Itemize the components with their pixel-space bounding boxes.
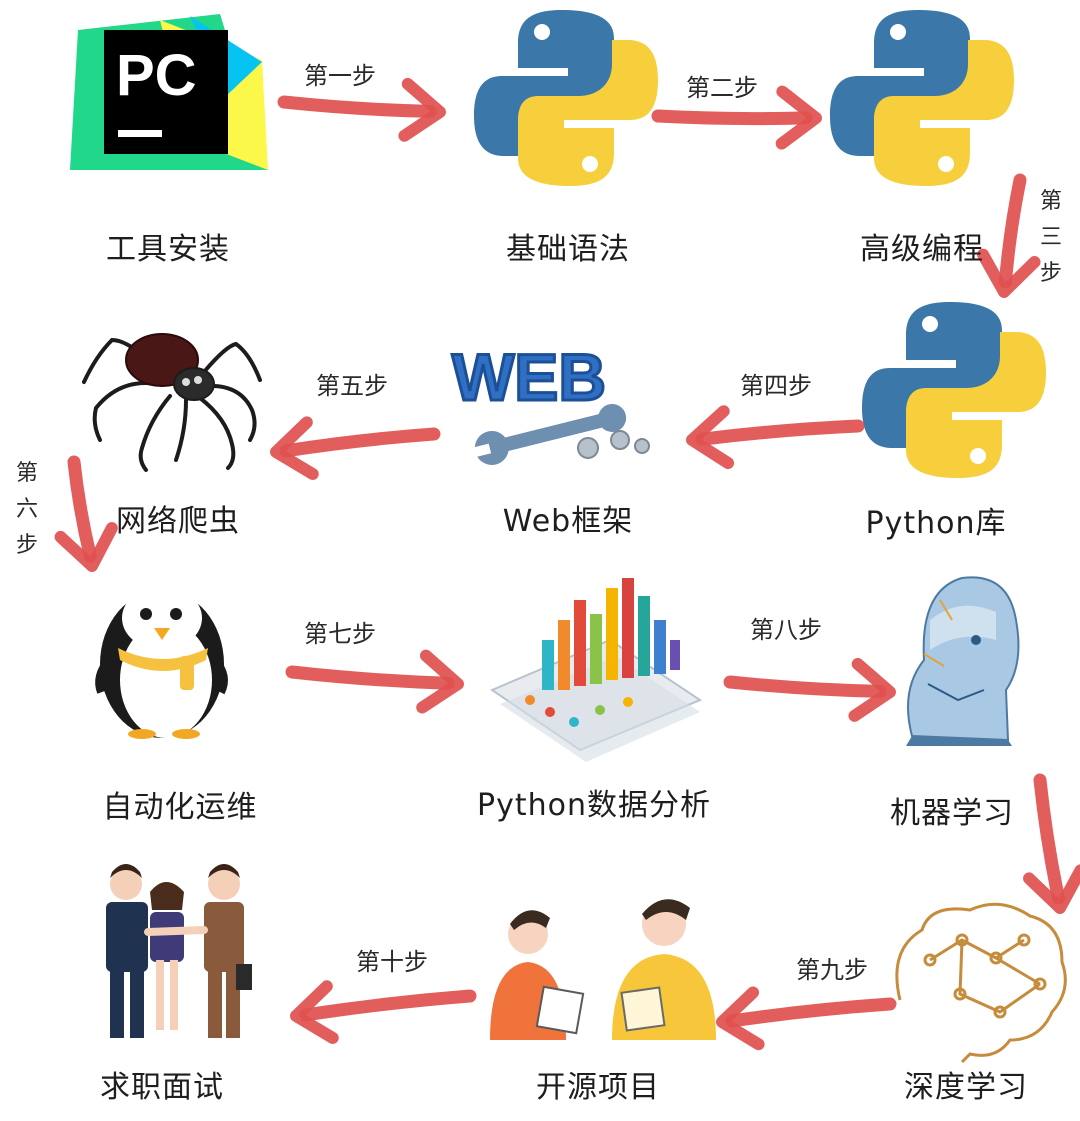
arrow-step-11 <box>290 980 477 1044</box>
node-label-basic-syntax: 基础语法 <box>506 232 630 267</box>
step-label-10: 第十步 <box>356 948 428 976</box>
web-logo-text: WEB <box>452 340 606 414</box>
arrow-step-9 <box>1023 773 1080 914</box>
node-label-deep-learning: 深度学习 <box>904 1070 1028 1105</box>
node-label-job-interview: 求职面试 <box>100 1070 224 1105</box>
step-label-7: 第七步 <box>304 620 376 648</box>
arrow-step-7 <box>285 649 464 714</box>
node-label-machine-learning: 机器学习 <box>890 796 1014 831</box>
step-label-6: 第六步 <box>15 461 38 558</box>
bar-chart-icon <box>489 578 703 762</box>
arrow-step-2 <box>651 85 822 150</box>
arrow-step-5 <box>270 416 441 480</box>
step-label-1: 第一步 <box>304 62 376 90</box>
arrow-step-3 <box>977 173 1041 298</box>
step-label-9: 第九步 <box>796 956 868 984</box>
python-logo-icon <box>830 10 1014 186</box>
node-label-web-framework: Web框架 <box>502 504 634 539</box>
step-label-4: 第四步 <box>740 372 812 400</box>
python-logo-icon <box>862 302 1046 478</box>
pycharm-logo-text: PC <box>116 43 197 108</box>
node-label-python-library: Python库 <box>865 506 1007 541</box>
node-label-python-data-analysis: Python数据分析 <box>477 788 711 823</box>
step-label-8: 第八步 <box>750 616 822 644</box>
robot-head-icon <box>906 576 1020 746</box>
penguin-icon <box>95 586 228 739</box>
spider-icon <box>82 333 262 472</box>
step-label-2: 第二步 <box>686 74 758 102</box>
arrow-step-6 <box>54 455 118 572</box>
python-logo-icon <box>474 10 658 186</box>
arrow-step-4 <box>686 405 865 470</box>
web-wrench-icon: WEB <box>451 339 650 465</box>
node-label-automation-ops: 自动化运维 <box>102 790 258 825</box>
business-handshake-icon <box>106 864 252 1038</box>
step-label-3: 第三步 <box>1039 189 1062 286</box>
arrow-step-1 <box>277 77 446 142</box>
brain-circuit-icon <box>895 902 1067 1064</box>
node-label-open-source-project: 开源项目 <box>536 1070 660 1105</box>
node-label-advanced-programming: 高级编程 <box>860 232 984 267</box>
arrow-step-8 <box>723 657 896 722</box>
arrow-step-10 <box>716 986 897 1051</box>
node-label-tool-install: 工具安装 <box>106 232 230 267</box>
arrows-layer <box>54 77 1080 1051</box>
node-label-web-crawler: 网络爬虫 <box>116 504 240 539</box>
two-people-discussion-icon <box>490 899 716 1040</box>
pycharm-logo-icon: PC <box>70 14 268 170</box>
step-label-5: 第五步 <box>316 372 388 400</box>
